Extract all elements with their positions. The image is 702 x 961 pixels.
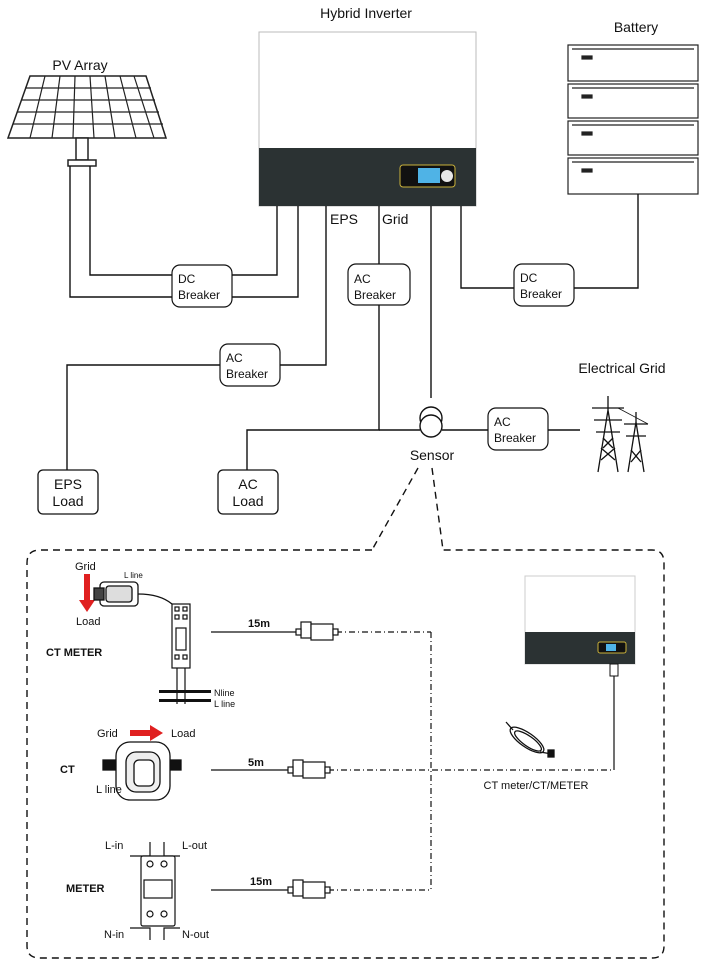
meter-cable-length: 15m [250,876,272,888]
meter-group: L-in L-out METER N-in N-out 15m [66,840,272,941]
cable-coil-icon [505,721,555,758]
svg-text:Breaker: Breaker [520,287,562,301]
detail-callout-frame [26,467,665,959]
ct-group: Grid Load CT L line 5m [60,725,264,801]
svg-text:L line: L line [124,571,143,580]
svg-text:Breaker: Breaker [178,288,220,302]
wiring [66,166,639,470]
rj45-coupler-3-icon [287,879,331,899]
dc-breaker-pv: DC Breaker [171,264,233,308]
ct-device-icon [102,741,182,801]
meter-device-icon [130,842,180,940]
svg-text:Breaker: Breaker [494,431,536,445]
cable-label: CT meter/CT/METER [484,780,589,792]
svg-text:N-in: N-in [104,929,124,941]
ac-breaker-grid-port: AC Breaker [347,263,411,306]
svg-text:L line: L line [96,784,122,796]
ct-meter-group: Grid Load L line Nline L line CT METER 1… [46,561,270,709]
svg-text:Load: Load [171,728,195,740]
svg-text:L line: L line [214,699,235,709]
battery-title: Battery [614,19,658,35]
svg-text:Breaker: Breaker [354,288,396,302]
ct-meter-grid-label: Grid [75,561,96,573]
ct-meter-load-label: Load [76,616,100,628]
svg-text:N-out: N-out [182,929,209,941]
grid-title: Electrical Grid [578,360,665,376]
grid-port-label: Grid [382,211,408,227]
svg-text:Load: Load [52,493,83,509]
svg-text:L-out: L-out [182,840,207,852]
ct-meter-device-icon [171,603,191,704]
small-inverter-icon [524,575,636,677]
svg-text:L-in: L-in [105,840,123,852]
eps-load-box: EPS Load [37,469,99,515]
hybrid-inverter [258,31,477,207]
battery-stack [567,44,699,195]
svg-text:Load: Load [232,493,263,509]
electrical-grid-towers-icon [592,396,649,473]
ac-load-box: AC Load [217,469,279,515]
ac-breaker-grid: AC Breaker [487,407,549,451]
svg-text:AC: AC [494,415,511,429]
ct-meter-cable-length: 15m [248,618,270,630]
svg-text:EPS: EPS [54,476,82,492]
svg-text:Breaker: Breaker [226,367,268,381]
pv-title: PV Array [52,57,107,73]
sensor-icon [419,406,443,438]
rj45-coupler-2-icon [287,759,331,779]
eps-port-label: EPS [330,211,358,227]
svg-text:AC: AC [226,351,243,365]
svg-text:AC: AC [238,476,257,492]
ct-cable-length: 5m [248,757,264,769]
ac-breaker-eps: AC Breaker [219,343,281,387]
dc-breaker-battery: DC Breaker [513,263,575,307]
svg-text:DC: DC [520,271,538,285]
ct-clamp-icon [93,581,173,607]
rj45-coupler-1-icon [295,621,339,641]
svg-text:DC: DC [178,272,196,286]
detail-wiring [211,631,615,891]
svg-text:Grid: Grid [97,728,118,740]
ct-meter-title: CT METER [46,647,102,659]
ct-title: CT [60,764,75,776]
sensor-label: Sensor [410,447,455,463]
meter-title: METER [66,883,105,895]
inverter-title: Hybrid Inverter [320,5,412,21]
svg-text:Nline: Nline [214,688,235,698]
grid-to-load-arrow-icon [130,730,152,736]
pv-array-icon [6,75,168,167]
grid-to-load-arrow-icon [84,574,90,602]
svg-text:AC: AC [354,272,371,286]
